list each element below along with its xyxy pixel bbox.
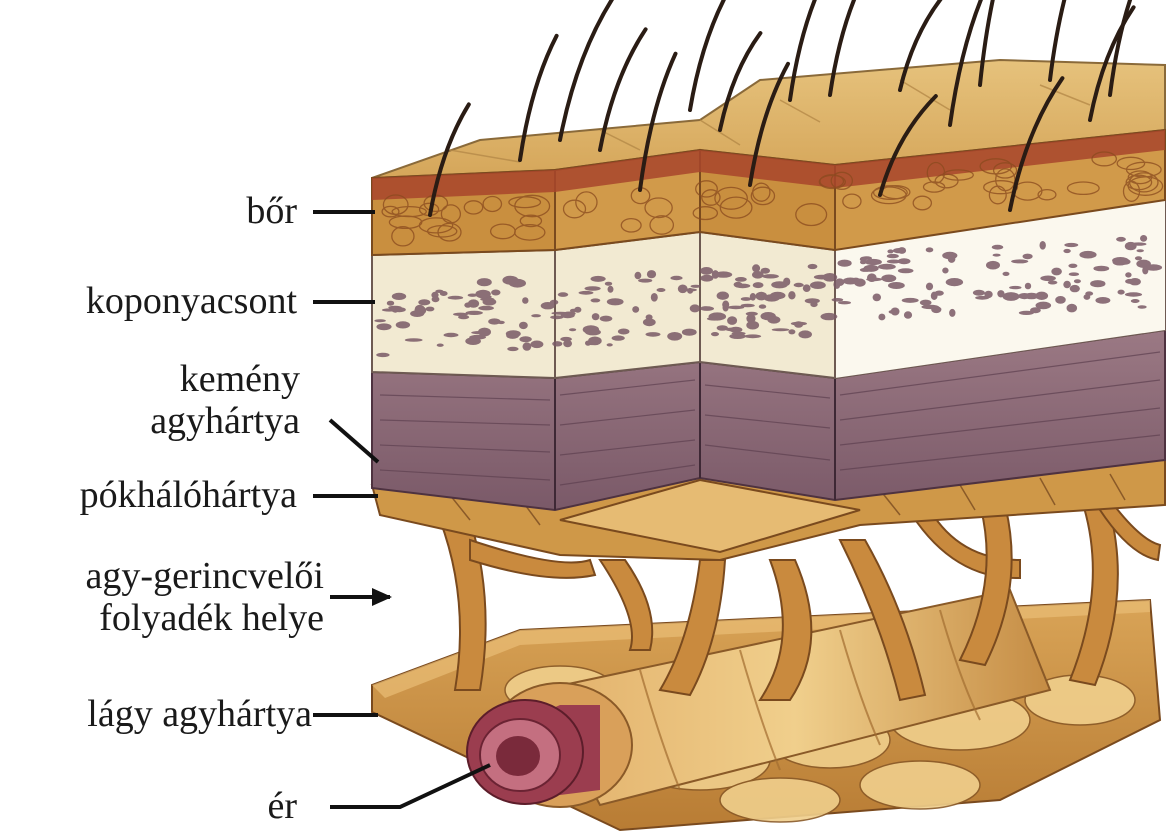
- label-dura-mater: kemény agyhártya: [150, 358, 300, 442]
- label-csf-line1: agy-gerincvelői: [86, 555, 324, 597]
- label-skin: bőr: [246, 190, 297, 232]
- label-dura-line1: kemény: [150, 358, 300, 400]
- hair: [560, 0, 618, 140]
- label-skull: koponyacsont: [86, 280, 297, 322]
- label-pia-mater: lágy agyhártya: [87, 693, 312, 735]
- hair: [690, 0, 732, 110]
- csf-arrowhead: [372, 588, 392, 606]
- label-dura-line2: agyhártya: [150, 400, 300, 442]
- label-csf-line2: folyadék helye: [86, 597, 324, 639]
- label-csf-space: agy-gerincvelői folyadék helye: [86, 555, 324, 639]
- label-arachnoid: pókhálóhártya: [80, 474, 297, 516]
- label-vessel: ér: [267, 785, 297, 827]
- vessel-leader: [330, 765, 490, 807]
- dura-leader: [330, 420, 378, 462]
